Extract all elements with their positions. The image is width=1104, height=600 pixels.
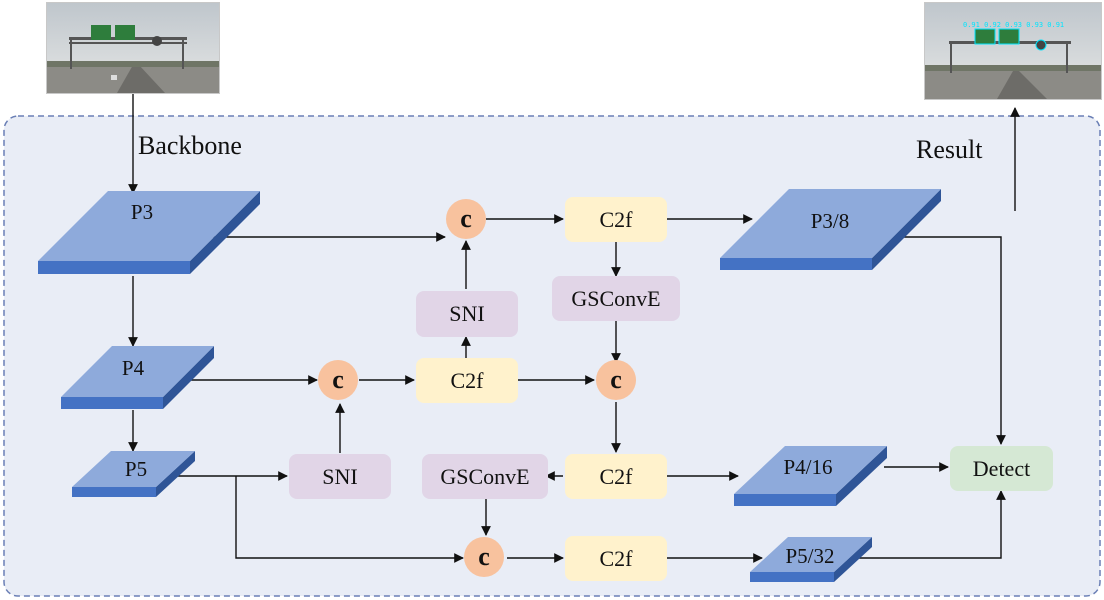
p3-8-label: P3/8 xyxy=(811,209,850,233)
result-image: 0.91 0.92 0.93 0.93 0.91 xyxy=(924,2,1102,100)
gsconve-block-top: GSConvE xyxy=(552,276,680,321)
c2f-block-mid: C2f xyxy=(416,358,518,403)
c2f-block-top: C2f xyxy=(565,197,667,242)
p5-label: P5 xyxy=(125,457,147,481)
concat-node-p4: c xyxy=(318,360,358,400)
detect-block: Detect xyxy=(950,446,1053,491)
highway-road-sign-photo-with-detections-icon: 0.91 0.92 0.93 0.93 0.91 xyxy=(925,3,1101,99)
feature-plate-p3: P3 xyxy=(38,191,260,274)
concat-node-top: c xyxy=(446,199,486,239)
arrow-p5-to-concat-bottom xyxy=(235,476,464,563)
flow-arrows xyxy=(128,92,1020,563)
feature-plate-p4-16: P4/16 xyxy=(734,446,887,506)
c2f-block-low: C2f xyxy=(565,454,667,499)
sni-block-low: SNI xyxy=(289,454,391,499)
feature-plate-p5: P5 xyxy=(72,451,195,497)
gsconve-block-low: GSConvE xyxy=(422,454,548,499)
concat-node-bottom: c xyxy=(464,537,504,577)
concat-node-mid: c xyxy=(596,360,636,400)
c2f-block-bottom: C2f xyxy=(565,536,667,581)
p5-32-label: P5/32 xyxy=(785,544,834,568)
result-label: Result xyxy=(916,135,983,164)
backbone-label: Backbone xyxy=(138,131,242,160)
arrow-p5-32-to-detect xyxy=(855,490,1006,559)
highway-road-sign-photo-icon xyxy=(47,3,219,93)
detection-scores: 0.91 0.92 0.93 0.93 0.91 xyxy=(963,21,1064,29)
arrow-p3-8-to-detect xyxy=(903,236,1006,445)
p4-label: P4 xyxy=(122,356,145,380)
feature-plate-p5-32: P5/32 xyxy=(750,537,872,582)
feature-plate-p3-8: P3/8 xyxy=(720,189,941,270)
sni-block-top: SNI xyxy=(416,291,518,337)
feature-plate-p4: P4 xyxy=(61,346,214,409)
input-image xyxy=(46,2,220,94)
p3-label: P3 xyxy=(131,200,153,224)
p4-16-label: P4/16 xyxy=(783,455,832,479)
